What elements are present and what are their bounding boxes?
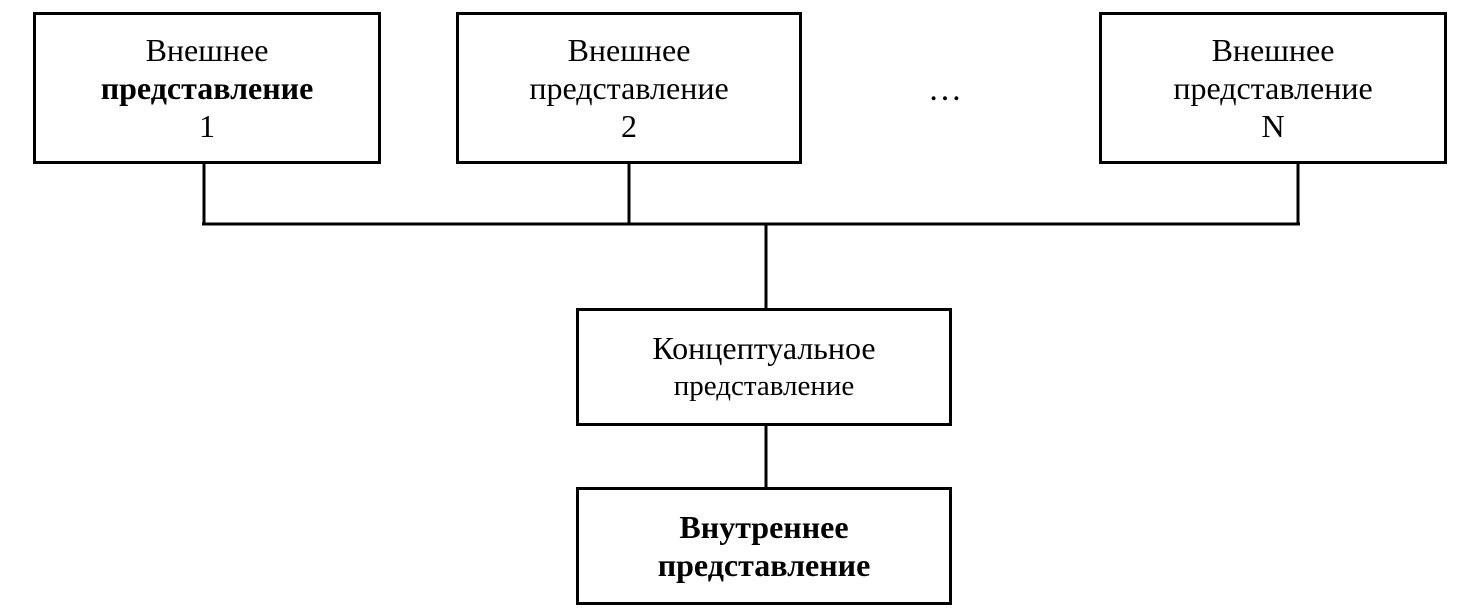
- external-view-box-2: Внешнее представление 2: [456, 12, 802, 164]
- conceptual-view-box: Концептуальное представление: [576, 308, 952, 426]
- conceptual-view-line1: Концептуальное: [652, 330, 876, 366]
- ellipsis-more-views: …: [928, 71, 962, 108]
- external-view-n-number: N: [1261, 108, 1285, 144]
- internal-view-line1: Внутреннее: [679, 509, 849, 545]
- external-view-1-line1: Внешнее: [145, 32, 269, 68]
- external-view-box-n: Внешнее представление N: [1099, 12, 1447, 164]
- external-view-box-1: Внешнее представление 1: [33, 12, 381, 164]
- external-view-2-line1: Внешнее: [567, 32, 691, 68]
- internal-view-box: Внутреннее представление: [576, 487, 952, 605]
- internal-view-line2: представление: [657, 547, 871, 583]
- external-view-n-line1: Внешнее: [1211, 32, 1335, 68]
- conceptual-view-line2: представление: [673, 370, 855, 402]
- external-view-1-line2: представление: [100, 70, 314, 106]
- external-view-n-line2: представление: [1173, 70, 1373, 106]
- external-view-2-number: 2: [621, 108, 637, 144]
- external-view-1-number: 1: [199, 108, 215, 144]
- external-view-2-line2: представление: [529, 70, 729, 106]
